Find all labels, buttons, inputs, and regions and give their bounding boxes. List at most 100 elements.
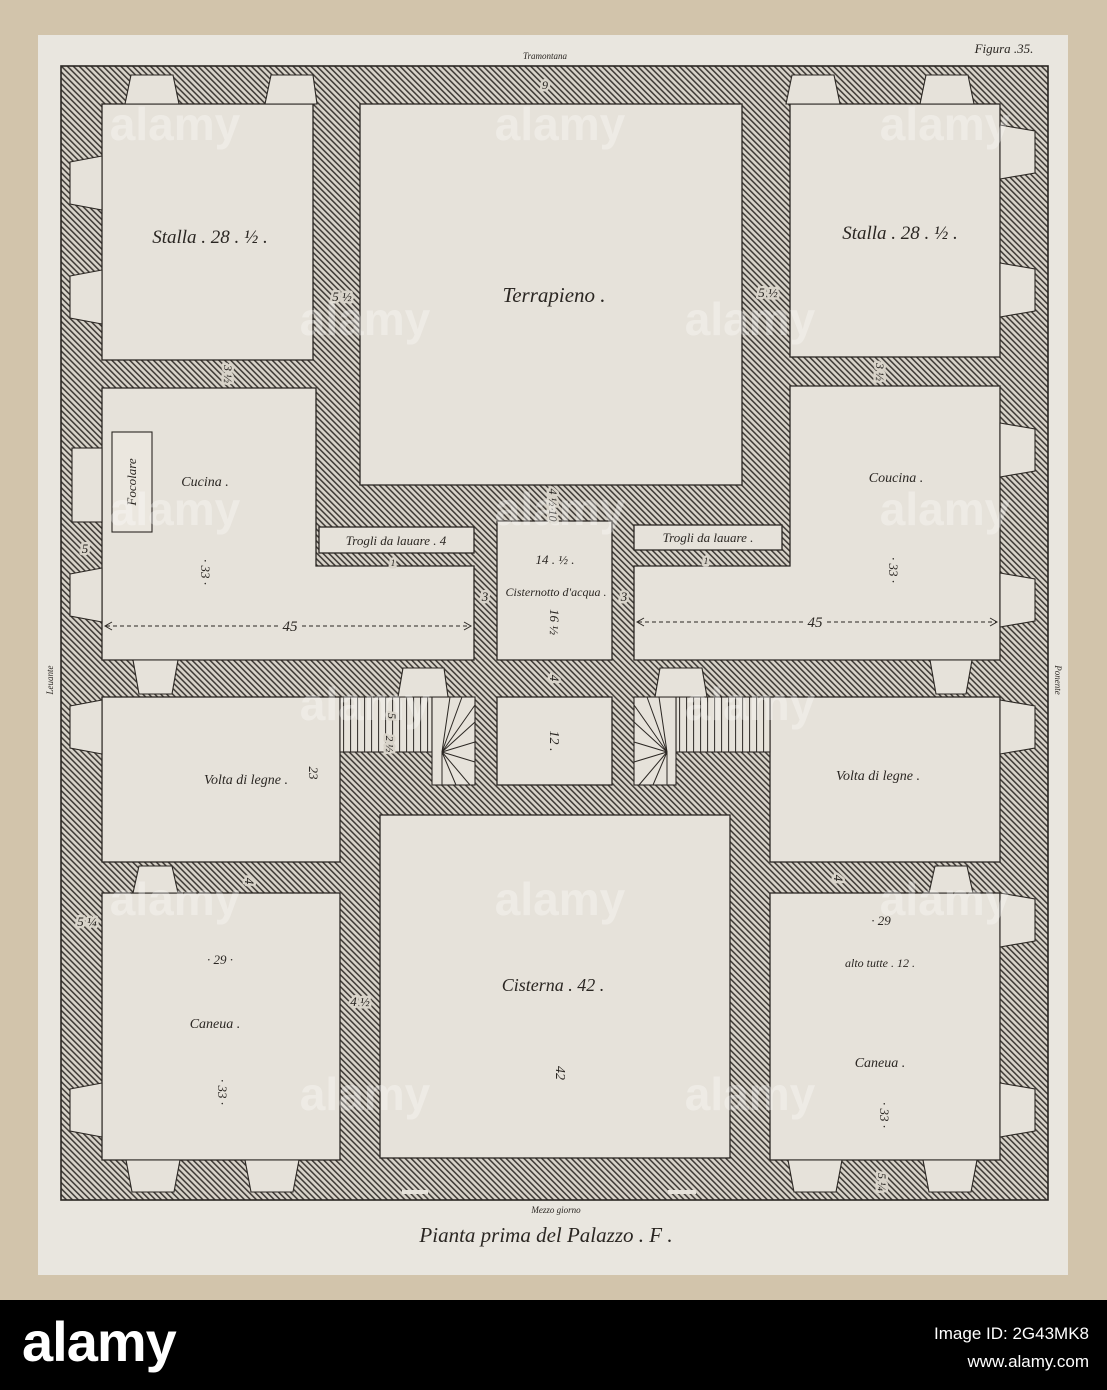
caneua-right-width: · 29 bbox=[871, 913, 891, 928]
cisterna-label: Cisterna . 42 . bbox=[502, 975, 605, 995]
staircase-left bbox=[339, 696, 476, 786]
west-label: Ponente bbox=[1053, 664, 1063, 695]
watermark-text: alamy bbox=[300, 1068, 431, 1120]
wall-dim: 4 bbox=[831, 875, 846, 882]
watermark-text: alamy bbox=[300, 678, 431, 730]
image-id: Image ID: 2G43MK8 bbox=[934, 1324, 1089, 1343]
room-stalla-left bbox=[101, 103, 314, 361]
caneua-left-width: · 29 · bbox=[207, 952, 233, 967]
wall-dim: 3 ½ bbox=[221, 364, 235, 383]
wall-dim: 5 ½ bbox=[332, 289, 352, 304]
center-small-label: 12 . bbox=[546, 731, 561, 752]
cucina-left-width: 45 bbox=[283, 619, 299, 635]
watermark-text: alamy bbox=[880, 483, 1011, 535]
windows-south bbox=[125, 1159, 978, 1194]
stalla-right-label: Stalla . 28 . ½ . bbox=[842, 223, 958, 244]
room-trogli-left bbox=[318, 526, 475, 554]
figure-number: Figura .35. bbox=[974, 41, 1034, 56]
engraving-image: Stalla . 28 . ½ . Terrapieno . Stalla . … bbox=[38, 35, 1068, 1275]
windows-north bbox=[124, 74, 975, 105]
wall-dim: 5 bbox=[385, 713, 399, 719]
wall-dim: 4 ½ bbox=[350, 994, 370, 1009]
watermark-text: alamy bbox=[110, 483, 241, 535]
coucina-right-width: 45 bbox=[808, 615, 824, 631]
watermark-text: alamy bbox=[880, 98, 1011, 150]
wall-dim: 5 ¼ bbox=[875, 1173, 889, 1191]
watermark-layer: alamy alamy alamy alamy alamy alamy alam… bbox=[110, 98, 1011, 1120]
wall-dim: 1 bbox=[704, 556, 709, 566]
room-trogli-right bbox=[633, 524, 783, 551]
south-label: Mezzo giorno bbox=[530, 1205, 581, 1215]
room-center-small bbox=[496, 696, 613, 786]
wall-dim: 4 ½ 10 bbox=[546, 489, 560, 522]
site-url: www.alamy.com bbox=[967, 1352, 1089, 1371]
stock-footer-bar: alamy Image ID: 2G43MK8 www.alamy.com bbox=[0, 1300, 1107, 1390]
wall-dim: 9 bbox=[542, 78, 548, 92]
north-label: Tramontana bbox=[523, 51, 568, 61]
volta-right-label: Volta di legne . bbox=[836, 769, 920, 784]
cucina-left-label: Cucina . bbox=[181, 475, 228, 490]
wall-dim: 5 ¼ bbox=[77, 914, 97, 929]
watermark-text: alamy bbox=[110, 873, 241, 925]
wall-dim: 5 ½ bbox=[758, 285, 778, 300]
room-cisternotto bbox=[496, 520, 613, 661]
cisternotto-depth: 16 ½ bbox=[547, 609, 562, 635]
cisternotto-width: 14 . ½ . bbox=[536, 552, 575, 567]
dimension-line-left bbox=[103, 621, 473, 631]
wall-dim: 2 ½ bbox=[383, 736, 395, 753]
room-caneua-left bbox=[101, 892, 341, 1161]
wall-dim: 4 bbox=[242, 878, 257, 885]
focolare-label: Focolare bbox=[124, 458, 139, 506]
cisternotto-label: Cisternotto d'acqua . bbox=[506, 585, 607, 599]
watermark-text: alamy bbox=[495, 873, 626, 925]
watermark-text: alamy bbox=[495, 98, 626, 150]
wall-dim: 5 bbox=[82, 541, 89, 556]
caneua-left-label: Caneua . bbox=[190, 1017, 241, 1032]
windows-west bbox=[999, 124, 1036, 1138]
wall-dim: 4 bbox=[547, 675, 562, 682]
dimension-line-right bbox=[635, 617, 999, 627]
caneua-left-depth: · 33 · bbox=[215, 1079, 230, 1105]
caneua-right-depth: · 33 · bbox=[877, 1102, 892, 1128]
room-stalla-right bbox=[789, 103, 1001, 358]
coucina-right-label: Coucina . bbox=[869, 471, 923, 486]
doorways bbox=[132, 659, 974, 894]
wall-dim: 3 bbox=[481, 589, 489, 604]
watermark-text: alamy bbox=[880, 873, 1011, 925]
room-coucina-right bbox=[633, 385, 1001, 661]
trogli-right-label: Trogli da lauare . bbox=[663, 530, 754, 545]
watermark-text: alamy bbox=[685, 293, 816, 345]
room-cisterna bbox=[379, 814, 731, 1159]
windows-east bbox=[69, 155, 103, 1138]
wall-dim: 3 bbox=[620, 589, 628, 604]
plate-title: Pianta prima del Palazzo . F . bbox=[418, 1223, 672, 1247]
room-terrapieno bbox=[359, 103, 743, 486]
watermark-text: alamy bbox=[110, 98, 241, 150]
volta-left-width: 23 bbox=[306, 767, 321, 781]
cucina-left-depth: · 33 · bbox=[198, 559, 213, 585]
alamy-logo: alamy bbox=[22, 1310, 177, 1373]
volta-left-label: Volta di legne . bbox=[204, 773, 288, 788]
watermark-text: alamy bbox=[495, 483, 626, 535]
wall-dim: 1 bbox=[391, 558, 396, 568]
staircase-right bbox=[633, 696, 771, 786]
room-caneua-right bbox=[769, 892, 1001, 1161]
watermark-text: alamy bbox=[685, 1068, 816, 1120]
coucina-right-depth: · 33 · bbox=[886, 557, 901, 583]
cisterna-depth: 42 bbox=[552, 1066, 567, 1080]
watermark-text: alamy bbox=[685, 678, 816, 730]
stalla-left-label: Stalla . 28 . ½ . bbox=[152, 227, 268, 248]
caneua-right-height-note: alto tutte . 12 . bbox=[845, 956, 915, 970]
terrapieno-label: Terrapieno . bbox=[502, 283, 605, 307]
room-cucina-left bbox=[101, 387, 475, 661]
focolare-box bbox=[111, 431, 153, 533]
hearth-niche bbox=[71, 447, 103, 523]
watermark-text: alamy bbox=[300, 293, 431, 345]
room-volta-right bbox=[769, 696, 1001, 863]
caneua-right-label: Caneua . bbox=[855, 1056, 906, 1071]
east-label: Leuante bbox=[45, 665, 55, 695]
room-volta-left bbox=[101, 696, 341, 863]
wall-dim: 3 ½ bbox=[873, 362, 887, 381]
trogli-left-label: Trogli da lauare . 4 bbox=[346, 533, 447, 548]
floor-plan: Stalla . 28 . ½ . Terrapieno . Stalla . … bbox=[60, 65, 1049, 1201]
